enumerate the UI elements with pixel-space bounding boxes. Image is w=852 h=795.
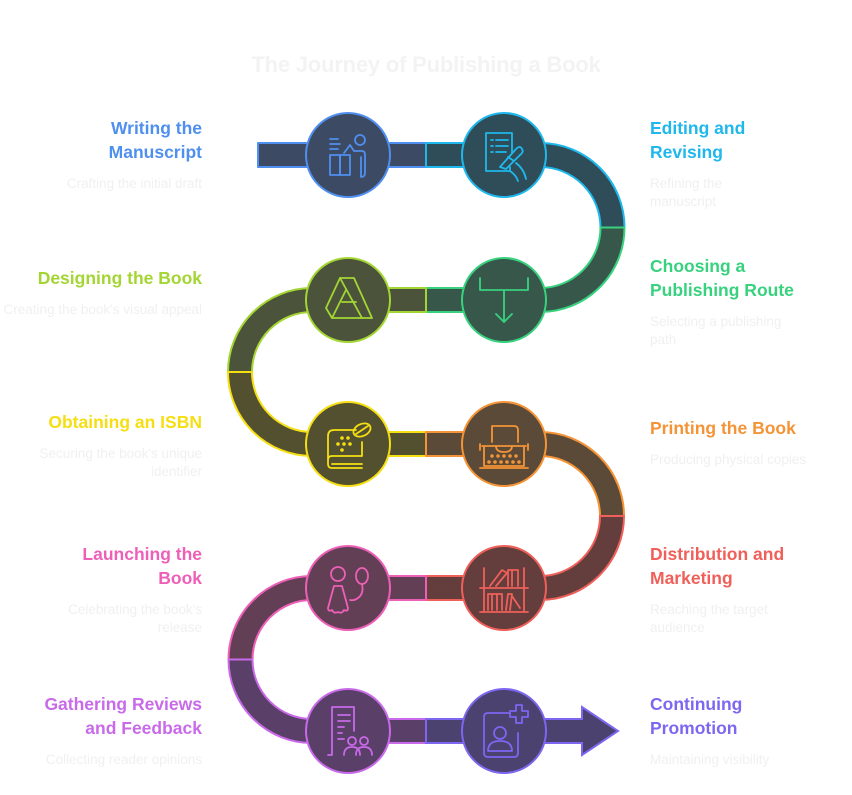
step-node-5 (305, 401, 391, 487)
design-logo-icon (325, 277, 373, 319)
step-description: Refining the manuscript (650, 176, 723, 209)
step-title: Obtaining an ISBN (48, 412, 202, 432)
step-title: Editing and Revising (650, 118, 746, 162)
book-id-icon (327, 422, 372, 469)
step-title: Writing the Manuscript (108, 118, 202, 162)
step-description: Celebrating the book's release (68, 602, 202, 635)
step-node-6 (461, 401, 547, 487)
typewriter-icon (479, 425, 529, 469)
route-arrow-down-icon (479, 277, 529, 323)
step-title: Designing the Book (37, 268, 202, 288)
step-title: Distribution and Marketing (650, 544, 785, 588)
document-edit-icon (485, 132, 527, 182)
child-balloon-icon (327, 566, 369, 614)
document-users-icon (327, 706, 373, 756)
step-description: Creating the book's visual appeal (3, 302, 202, 317)
step-title: Gathering Reviews and Feedback (44, 694, 202, 738)
step-title: Printing the Book (650, 418, 796, 438)
step-node-10 (461, 688, 547, 774)
step-description: Maintaining visibility (650, 752, 770, 767)
step-title: Choosing a Publishing Route (650, 256, 794, 300)
step-description: Producing physical copies (650, 452, 807, 467)
step-node-9 (305, 688, 391, 774)
step-node-4 (305, 257, 391, 343)
profile-add-icon (483, 704, 529, 758)
step-description: Securing the book's unique identifier (39, 446, 202, 479)
bookshelf-icon (479, 567, 529, 613)
step-node-2 (461, 112, 547, 198)
diagram-title: The Journey of Publishing a Book (251, 52, 601, 77)
step-description: Crafting the initial draft (66, 176, 202, 191)
step-title: Continuing Promotion (650, 694, 743, 738)
step-label-5: Obtaining an ISBN Securing the book's uni… (2, 410, 202, 481)
step-description: Selecting a publishing path (650, 314, 782, 347)
step-node-8 (305, 545, 391, 631)
writer-at-desk-icon (329, 134, 366, 178)
step-description: Collecting reader opinions (45, 752, 202, 767)
step-title: Launching the Book (82, 544, 202, 588)
step-description: Reaching the target audience (650, 602, 768, 635)
